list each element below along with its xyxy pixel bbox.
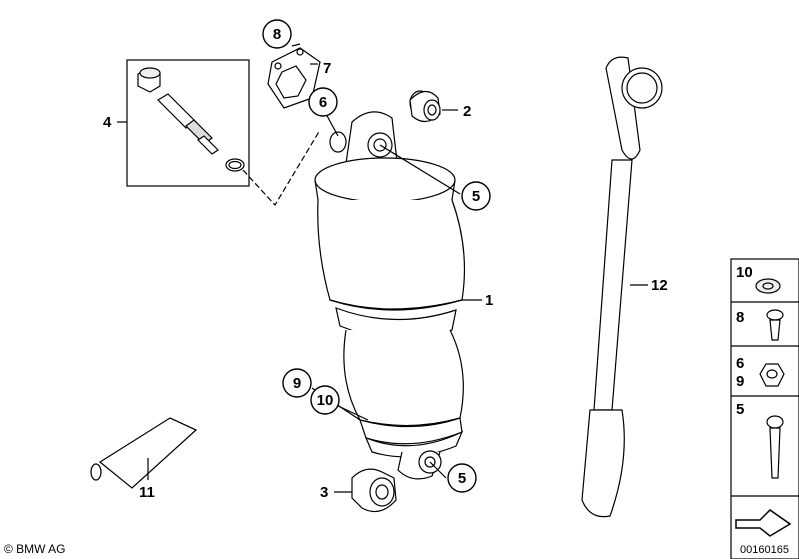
callout-5-bottom: 5	[458, 470, 466, 487]
bushing-top	[409, 90, 458, 123]
callout-4: 4	[103, 114, 112, 131]
bracket-plate	[267, 47, 321, 109]
grease-tube	[90, 417, 198, 489]
diagram-number: 00160165	[740, 544, 789, 556]
air-spring-strut	[314, 111, 482, 480]
callout-5-top: 5	[472, 188, 480, 205]
callout-11: 11	[139, 484, 155, 501]
callout-2: 2	[463, 103, 471, 120]
callout-8: 8	[273, 26, 281, 43]
next-page-arrow-icon	[735, 509, 792, 537]
callout-9: 9	[293, 375, 301, 392]
callout-10: 10	[317, 392, 334, 409]
callout-6: 6	[319, 94, 327, 111]
bushing-bottom	[334, 468, 397, 513]
callout-1: 1	[485, 292, 493, 309]
valve-assembly	[117, 59, 321, 206]
sidebar-label-6: 6	[736, 355, 744, 372]
callout-12: 12	[651, 277, 668, 294]
copyright-text: © BMW AG	[4, 542, 66, 556]
callout-3: 3	[320, 484, 328, 501]
callout-7: 7	[323, 60, 331, 77]
sidebar-label-5: 5	[736, 401, 744, 418]
sidebar-label-9: 9	[736, 373, 744, 390]
fastener-sidebar	[730, 258, 799, 559]
sidebar-label-8: 8	[736, 309, 744, 326]
sidebar-label-10: 10	[736, 264, 753, 281]
strut-tool	[581, 56, 663, 518]
